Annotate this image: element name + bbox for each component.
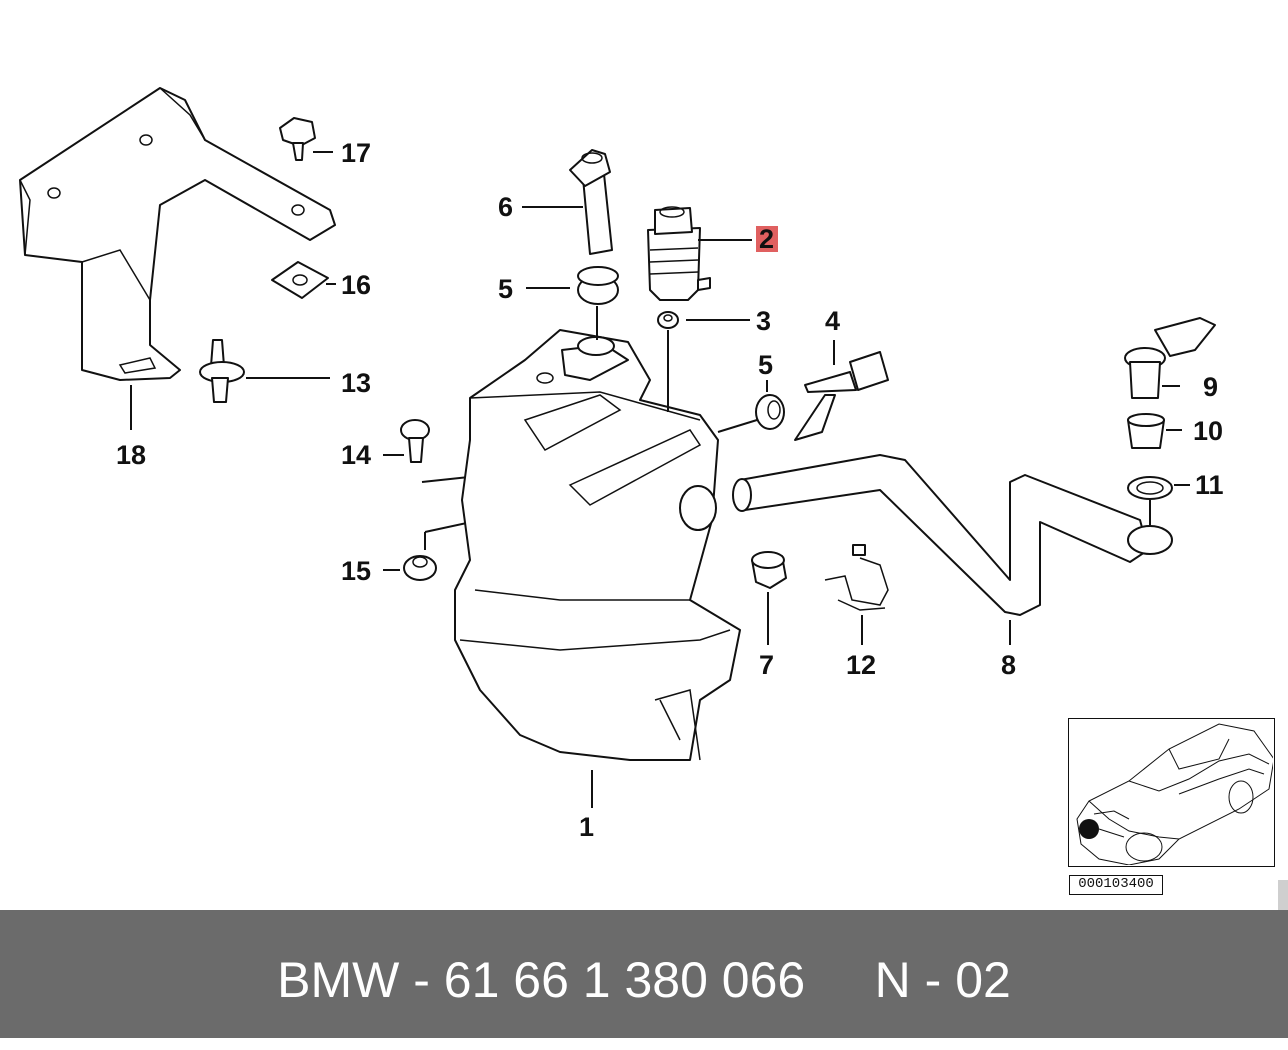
vehicle-locator-inset <box>1068 718 1275 867</box>
washer-pump-part-2 <box>647 206 711 301</box>
callout-12: 12 <box>846 650 876 680</box>
callout-8: 8 <box>1001 650 1016 680</box>
callout-11: 11 <box>1195 470 1224 500</box>
footer-bar: BMW - 61 66 1 380 066 N - 02 <box>0 910 1288 1038</box>
reservoir-part-1 <box>454 329 741 761</box>
callout-16: 16 <box>341 270 371 300</box>
filler-cap-part-9 <box>1124 317 1216 399</box>
callout-1: 1 <box>579 812 594 842</box>
callout-9: 9 <box>1203 372 1218 402</box>
grommet-part-7 <box>751 551 787 589</box>
callout-7: 7 <box>759 650 774 680</box>
sensor-part-4 <box>794 351 889 441</box>
nut-part-15 <box>403 555 437 581</box>
callout-3: 3 <box>756 306 771 336</box>
callout-5-right: 5 <box>758 350 773 380</box>
screw-part-17 <box>279 117 316 161</box>
callout-18: 18 <box>116 440 146 470</box>
callout-15: 15 <box>341 556 371 586</box>
car-outline-icon <box>1076 723 1275 866</box>
callout-14: 14 <box>341 440 371 470</box>
strainer-part-10 <box>1127 413 1165 449</box>
callout-6: 6 <box>498 192 513 222</box>
filler-hose-part-8 <box>732 454 1173 616</box>
bolt-part-14 <box>400 419 430 463</box>
location-marker-icon <box>1079 819 1099 839</box>
grommet-part-5-upper <box>577 266 619 305</box>
callout-2-highlight <box>756 226 778 252</box>
clip-nut-part-16 <box>271 261 329 299</box>
callout-10: 10 <box>1193 416 1223 446</box>
callout-4: 4 <box>825 306 840 336</box>
level-sensor-part-6 <box>569 149 613 255</box>
bracket-part-18 <box>19 87 336 381</box>
grommet-part-5-right <box>755 394 785 430</box>
reference-code: 000103400 <box>1069 875 1163 895</box>
seal-ring-part-11 <box>1127 476 1173 500</box>
grommet-part-3 <box>657 311 679 329</box>
edge-divider <box>1278 880 1288 910</box>
callout-5-upper: 5 <box>498 274 513 304</box>
callout-13: 13 <box>341 368 371 398</box>
callout-17: 17 <box>341 138 371 168</box>
callout-2: 2 <box>759 224 774 254</box>
stud-bolt-part-13 <box>199 339 245 403</box>
hose-clamp-part-12 <box>824 544 889 611</box>
part-number-text: BMW - 61 66 1 380 066 N - 02 <box>277 952 1011 1008</box>
parts-diagram: 1 2 3 4 5 5 6 7 8 9 10 11 12 13 14 15 16… <box>19 87 1224 842</box>
